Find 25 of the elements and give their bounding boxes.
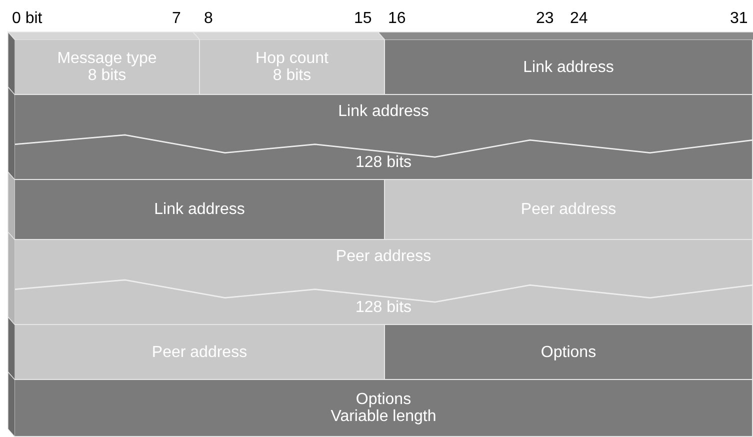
packet-field xyxy=(15,325,385,380)
field-name: Options xyxy=(540,344,596,360)
packet-field xyxy=(385,40,753,95)
field-name: Link address xyxy=(338,103,429,120)
field-name: Options xyxy=(356,391,412,408)
bit-position-label: 7 xyxy=(172,10,181,28)
bit-position-label: 0 bit xyxy=(12,10,42,28)
bit-position-label: 8 xyxy=(204,10,213,28)
packet-field xyxy=(15,180,385,240)
bit-position-label: 15 xyxy=(354,10,372,28)
bit-position-label: 31 xyxy=(730,10,748,28)
field-size: Variable length xyxy=(330,408,436,425)
field-name: Link address xyxy=(523,58,614,76)
field-name: Link address xyxy=(154,201,245,218)
field-size: 128 bits xyxy=(355,154,412,171)
packet-field xyxy=(15,40,200,95)
packet-field xyxy=(15,95,753,180)
packet-field xyxy=(15,380,753,437)
packet-field xyxy=(385,180,753,240)
packet-field xyxy=(385,325,753,380)
bit-position-label: 23 xyxy=(536,10,554,28)
packet-field xyxy=(200,40,385,95)
bit-position-label: 16 xyxy=(388,10,406,28)
packet-field xyxy=(15,240,753,325)
bit-position-label: 24 xyxy=(570,10,588,28)
